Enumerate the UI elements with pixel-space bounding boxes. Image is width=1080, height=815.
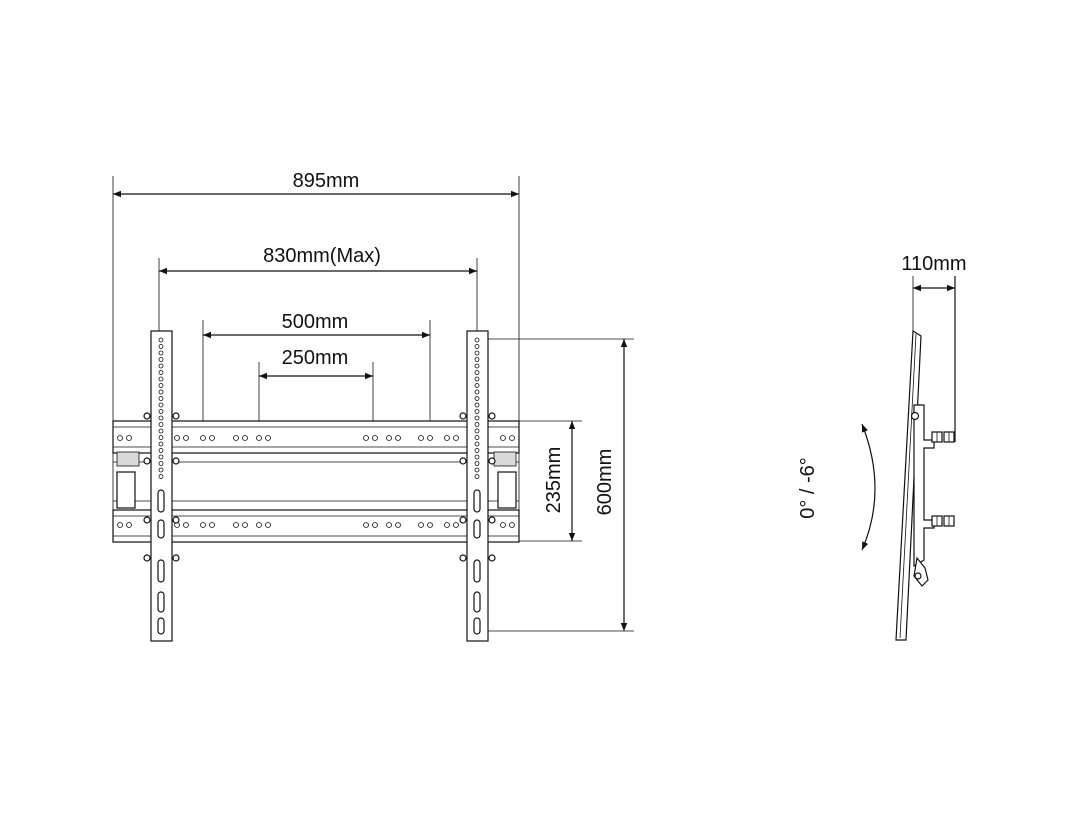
arm-hole (158, 415, 164, 421)
arm-hole (474, 383, 480, 388)
tilt-arc-arrow (861, 423, 876, 551)
arm-hole (158, 448, 164, 453)
arm-hole (158, 344, 164, 349)
arm-hole (474, 448, 480, 453)
side-view: 110mm 0° / -6° (797, 253, 967, 641)
side-bracket (913, 404, 935, 568)
arm-hole (158, 422, 164, 427)
arm-hole (474, 467, 480, 473)
arm-hole (158, 474, 164, 479)
arm-hole (158, 396, 164, 401)
wall-plate-clamps (931, 431, 955, 527)
right-vertical-arm (459, 330, 496, 642)
bottom-rail (112, 509, 520, 543)
arm-hole (158, 402, 164, 408)
arm-hole (474, 396, 480, 401)
label-overall-width: 895mm (293, 170, 360, 192)
arm-hole (158, 337, 164, 343)
label-height-235: 235mm (543, 447, 565, 514)
arm-hole (474, 370, 480, 375)
front-view: 895mm 830mm(Max) 500mm 250mm 235mm 600mm (112, 170, 634, 642)
arm-hole (474, 357, 480, 362)
arm-hole (474, 415, 480, 421)
arm-hole (158, 409, 164, 414)
label-height-600: 600mm (594, 449, 616, 516)
arm-hole (158, 428, 164, 434)
label-max-vesa-width: 830mm(Max) (263, 245, 381, 267)
top-rail-holes (117, 435, 515, 441)
arm-hole (474, 402, 480, 408)
arm-hole (158, 376, 164, 382)
label-depth: 110mm (901, 253, 966, 275)
arm-hole (474, 454, 480, 460)
arm-hole (158, 441, 164, 447)
arm-hole (474, 435, 480, 440)
arm-hole (158, 454, 164, 460)
arm-hole (474, 474, 480, 479)
arm-hole (158, 389, 164, 395)
dimension-lines (113, 190, 628, 631)
arm-hole (158, 383, 164, 388)
right-end-bracket (493, 451, 517, 509)
label-vesa-250: 250mm (282, 347, 349, 369)
left-vertical-arm (143, 330, 180, 642)
arm-hole (158, 467, 164, 473)
arm-hole (474, 441, 480, 447)
arm-hole (474, 409, 480, 414)
arm-hole (474, 461, 480, 466)
arm-hole (474, 422, 480, 427)
arm-hole (158, 357, 164, 362)
bottom-rail-holes (117, 522, 515, 528)
label-vesa-500: 500mm (282, 311, 349, 333)
arm-hole (158, 370, 164, 375)
arm-hole (474, 389, 480, 395)
label-tilt: 0° / -6° (797, 457, 819, 519)
arm-hole (474, 376, 480, 382)
arm-hole (158, 435, 164, 440)
arm-hole (474, 428, 480, 434)
arm-hole (474, 344, 480, 349)
top-rail (112, 420, 520, 454)
left-end-bracket (116, 451, 140, 509)
arm-hole (158, 363, 164, 369)
arm-hole (158, 461, 164, 466)
arm-hole (474, 363, 480, 369)
arm-hole (474, 350, 480, 356)
arm-hole (474, 337, 480, 343)
arm-hole (158, 350, 164, 356)
